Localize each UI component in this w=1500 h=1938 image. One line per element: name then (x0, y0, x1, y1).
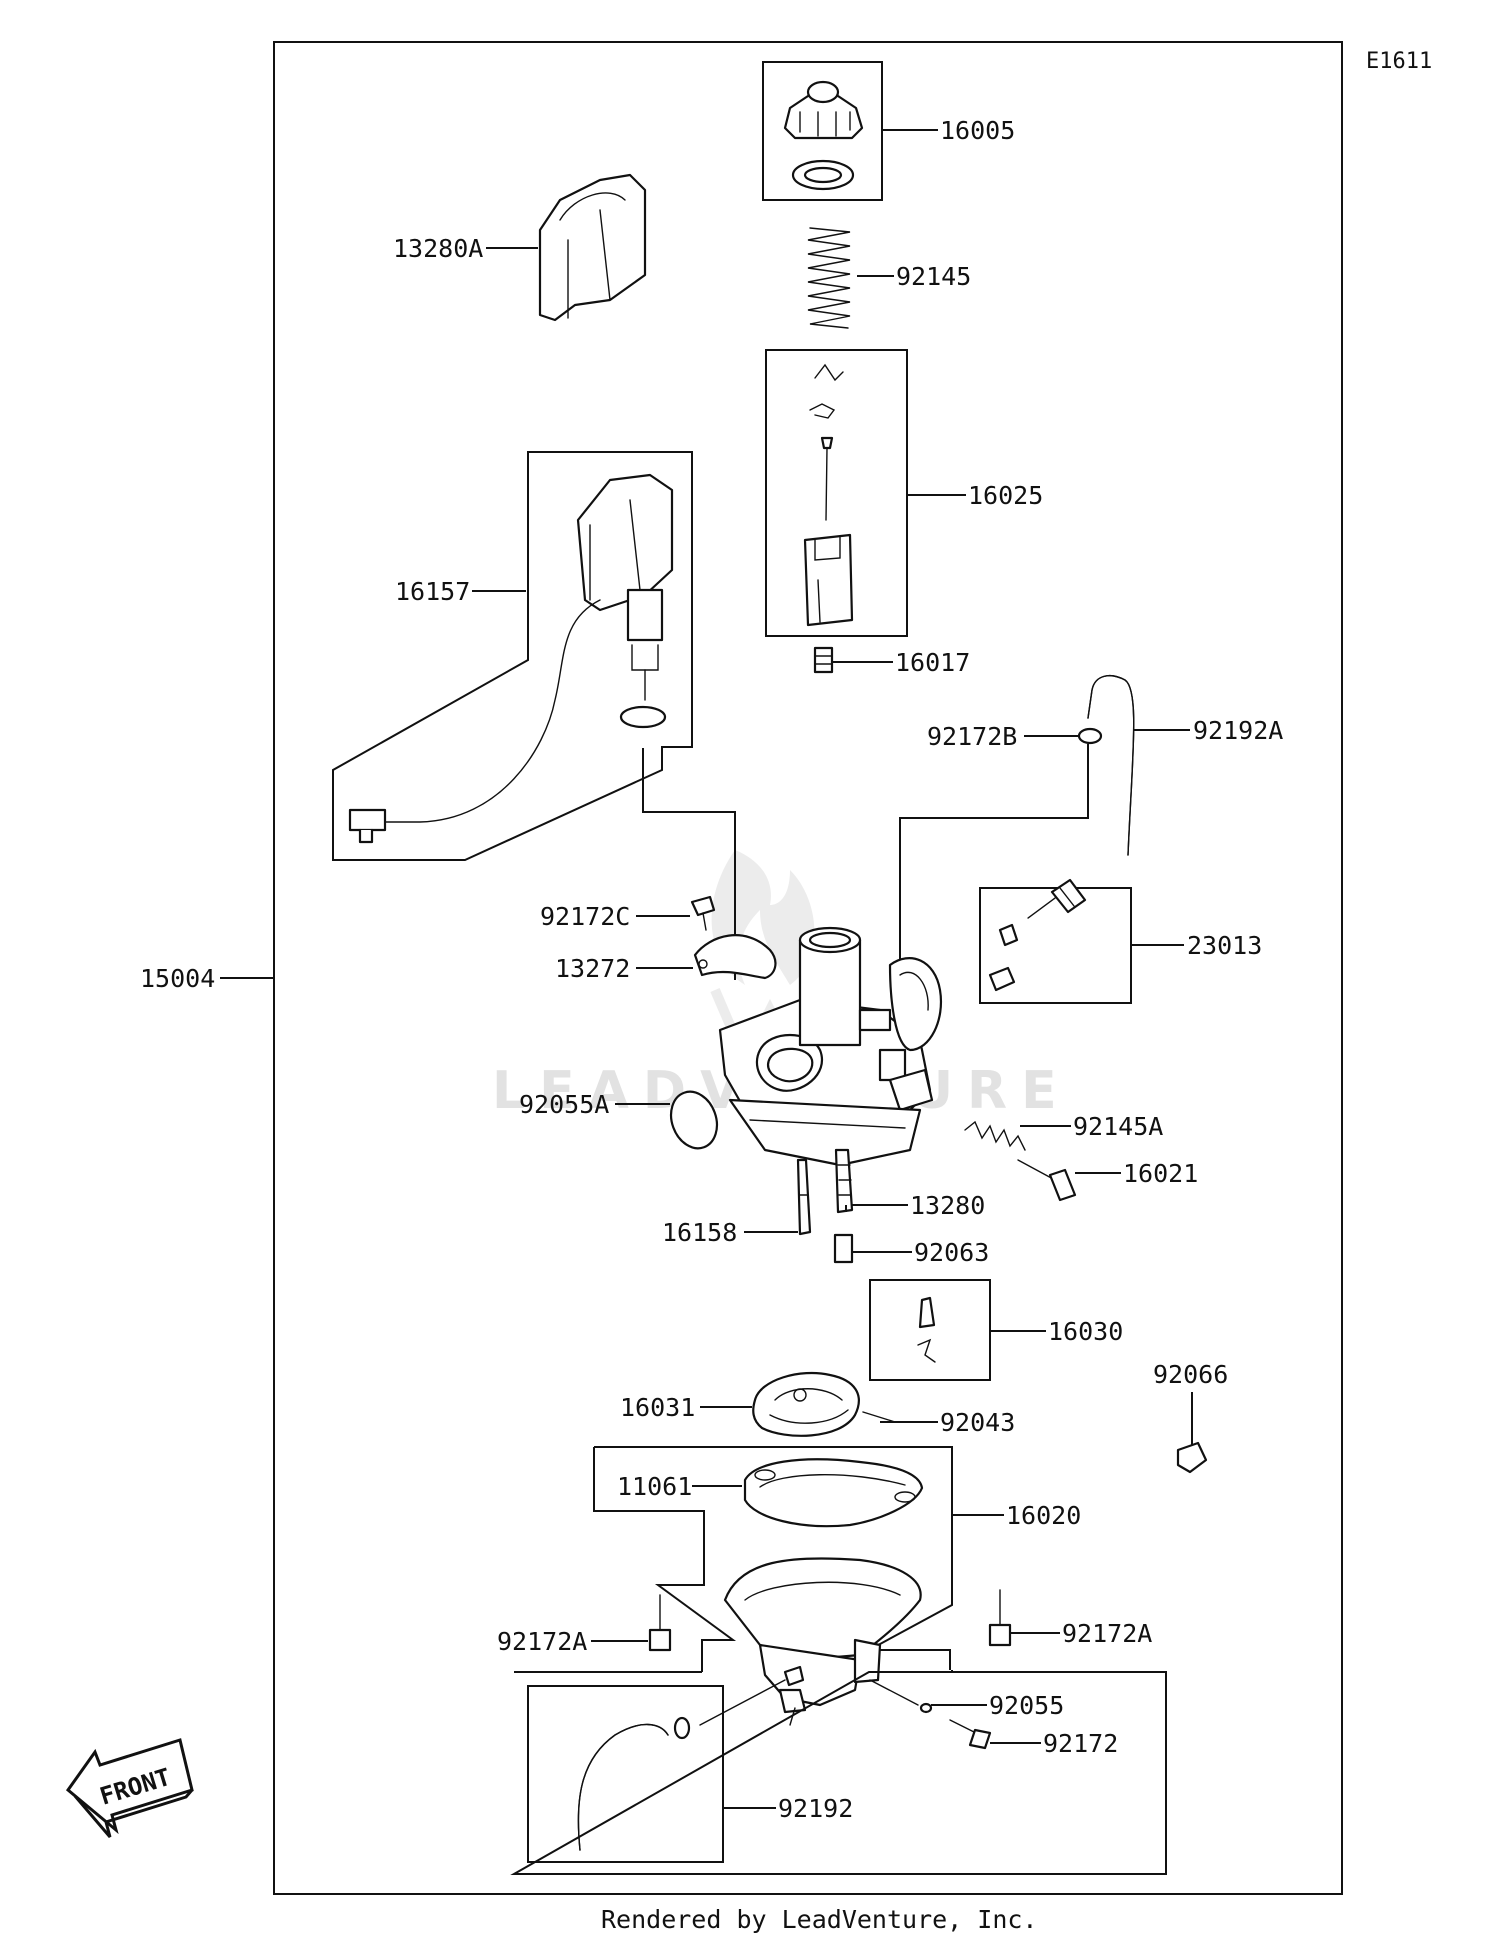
label-92043: 92043 (940, 1408, 1015, 1437)
label-16031: 16031 (620, 1393, 695, 1422)
box-16020-left (593, 1447, 737, 1672)
assembly-frame (273, 41, 1343, 1895)
jet-16017 (813, 646, 834, 674)
label-16157: 16157 (395, 577, 470, 606)
label-92063: 92063 (914, 1238, 989, 1267)
label-92192: 92192 (778, 1794, 853, 1823)
label-13280A: 13280A (393, 234, 483, 263)
label-92172C: 92172C (540, 902, 630, 931)
label-16005: 16005 (940, 116, 1015, 145)
oring-92055 (919, 1702, 933, 1714)
box-16157 (332, 451, 693, 861)
pin-92043 (862, 1411, 896, 1423)
screw-92172A-left (648, 1594, 672, 1652)
float-16031 (752, 1371, 860, 1437)
diagram-id: E1611 (1366, 49, 1432, 74)
clip-92172B (1077, 727, 1103, 745)
plate-13272 (693, 934, 777, 980)
label-92172A-right: 92172A (1062, 1619, 1152, 1648)
label-11061: 11061 (617, 1472, 692, 1501)
screw-92172C (690, 895, 716, 931)
label-92055A: 92055A (519, 1090, 609, 1119)
label-16020: 16020 (1006, 1501, 1081, 1530)
carb-top-cap (783, 80, 864, 191)
footer-credit: Rendered by LeadVenture, Inc. (601, 1905, 1038, 1934)
label-92172B: 92172B (927, 722, 1017, 751)
label-92192A: 92192A (1193, 716, 1283, 745)
box-92192-inner (527, 1685, 724, 1863)
auto-choke-16157 (348, 473, 674, 844)
oring-92055A (669, 1090, 719, 1150)
box-92192-outer (510, 1671, 1167, 1875)
plug-92066 (1176, 1441, 1208, 1474)
part-23013 (988, 878, 1087, 992)
screw-16021 (1017, 1159, 1077, 1202)
pilot-jet-16158 (796, 1158, 812, 1236)
box-16030 (869, 1279, 991, 1381)
vent-tube-92192A (1087, 674, 1135, 856)
label-92172A-left: 92172A (497, 1627, 587, 1656)
spring-92145A (964, 1120, 1026, 1151)
label-92145A: 92145A (1073, 1112, 1163, 1141)
label-92172: 92172 (1043, 1729, 1118, 1758)
float-bowl (723, 1557, 922, 1726)
label-16017: 16017 (895, 648, 970, 677)
label-15004: 15004 (140, 964, 215, 993)
label-16025: 16025 (968, 481, 1043, 510)
front-arrow-icon: FRONT (65, 1738, 194, 1838)
label-92145: 92145 (896, 262, 971, 291)
gasket-11061 (743, 1458, 924, 1528)
label-13280: 13280 (910, 1191, 985, 1220)
label-13272: 13272 (555, 954, 630, 983)
drain-tube-92192 (577, 1716, 691, 1851)
spring-92145 (807, 227, 851, 329)
choke-cover-13280A (538, 173, 647, 322)
throttle-valve-set (803, 363, 854, 627)
plug-92063 (833, 1233, 854, 1264)
needle-jet-13280 (834, 1148, 854, 1214)
float-valve-16030 (917, 1296, 936, 1363)
drain-screw-92172 (949, 1719, 992, 1750)
label-16158: 16158 (662, 1218, 737, 1247)
label-16030: 16030 (1048, 1317, 1123, 1346)
label-92066: 92066 (1153, 1360, 1228, 1389)
label-16021: 16021 (1123, 1159, 1198, 1188)
box-16025 (765, 349, 908, 637)
carburetor-body (718, 926, 943, 1167)
screw-92172A-right (988, 1589, 1012, 1647)
label-92055: 92055 (989, 1691, 1064, 1720)
label-23013: 23013 (1187, 931, 1262, 960)
